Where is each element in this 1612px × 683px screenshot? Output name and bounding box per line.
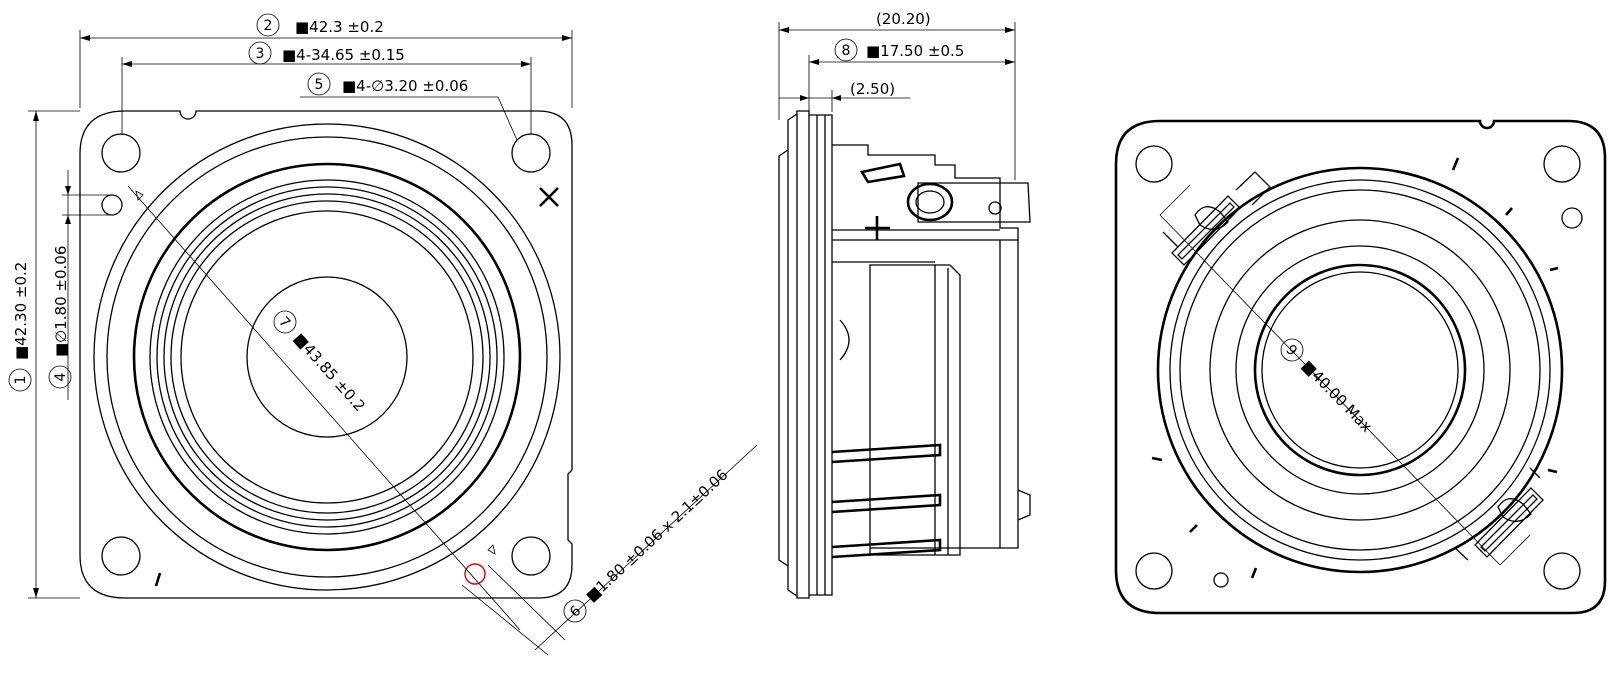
side-basket-top <box>832 144 1019 549</box>
callout-6: 6 ■1.80 ±0.06 x 2.1±0.06 <box>563 466 731 623</box>
svg-text:7: 7 <box>275 314 293 331</box>
rear-pole-outer <box>1253 263 1467 477</box>
rear-small-hole-2 <box>1213 572 1229 588</box>
svg-text:■∅1.80 ±0.06: ■∅1.80 ±0.06 <box>52 246 70 357</box>
rear-basket-outer <box>1156 166 1564 574</box>
side-bezel-face <box>787 113 798 597</box>
front-surround-outer <box>149 179 505 535</box>
svg-text:■42.3 ±0.2: ■42.3 ±0.2 <box>295 18 384 36</box>
rear-terminal-bottom <box>1454 467 1544 561</box>
rear-view <box>1114 119 1607 615</box>
callout-2: 2 ■42.3 ±0.2 <box>256 13 384 37</box>
dim-line-9 <box>1159 214 1501 566</box>
front-surround-inner <box>170 200 484 514</box>
front-dust-cap <box>246 276 408 438</box>
svg-text:■42.30 ±0.2: ■42.30 ±0.2 <box>12 262 30 360</box>
callout-3: 3 ■4-34.65 ±0.15 <box>248 41 405 65</box>
front-locating-hole <box>101 194 123 216</box>
callout-4: 4 ■∅1.80 ±0.06 <box>48 246 72 389</box>
side-bezel-outer <box>796 110 810 599</box>
rear-small-hole <box>1561 207 1583 229</box>
svg-text:2: 2 <box>264 18 273 34</box>
side-magnet <box>869 264 961 556</box>
svg-text:■40.00 Max: ■40.00 Max <box>1298 357 1376 436</box>
front-view <box>79 110 573 631</box>
front-hole-bottom-right <box>511 536 551 576</box>
side-negative-mark <box>859 162 906 184</box>
front-hole-bottom-left <box>101 536 141 576</box>
callout-1: 1 ■42.30 ±0.2 <box>8 262 32 392</box>
svg-text:5: 5 <box>315 77 324 93</box>
callout-5: 5 ■4-∅3.20 ±0.06 <box>307 72 468 96</box>
front-ring-3 <box>132 162 522 552</box>
front-hole-top-left <box>101 133 141 173</box>
rear-basket-ring <box>1169 179 1551 561</box>
svg-text:■17.50 ±0.5: ■17.50 ±0.5 <box>866 42 964 60</box>
svg-text:■43.85 ±0.2: ■43.85 ±0.2 <box>290 330 369 416</box>
svg-text:8: 8 <box>842 43 851 59</box>
rear-magnet-ring <box>1209 219 1511 521</box>
callout-8: 8 ■17.50 ±0.5 <box>834 38 964 62</box>
side-front-cone <box>778 149 789 567</box>
front-cone-edge <box>180 210 474 504</box>
rear-hole-top-left <box>1135 145 1173 183</box>
front-dimensions <box>28 30 758 656</box>
rear-hole-bottom-right <box>1543 552 1581 590</box>
rear-magnet-ring-2 <box>1235 245 1485 495</box>
svg-text:■4-34.65 ±0.15: ■4-34.65 ±0.15 <box>282 46 405 64</box>
rear-magnet-outer <box>1179 189 1541 551</box>
dim-line-7 <box>127 185 521 631</box>
svg-text:3: 3 <box>256 46 265 62</box>
ref-dim-flange: (2.50) <box>850 80 895 98</box>
side-positive-mark <box>865 216 890 240</box>
side-terminal-eyelet <box>906 182 954 222</box>
front-surround-mid1 <box>156 186 498 528</box>
front-terminal-hole <box>464 563 486 585</box>
front-frame-outline <box>79 110 573 599</box>
ref-dim-overall-depth: (20.20) <box>876 10 931 28</box>
rear-hole-top-right <box>1543 145 1581 183</box>
side-fins <box>831 443 942 559</box>
side-frame-plate <box>809 114 833 596</box>
front-outer-ring <box>93 123 561 591</box>
front-minus-mark <box>154 572 162 587</box>
front-hole-top-right <box>511 133 551 173</box>
rear-frame-outline <box>1114 119 1607 615</box>
svg-text:■1.80 ±0.06 x 2.1±0.06: ■1.80 ±0.06 x 2.1±0.06 <box>582 466 731 606</box>
front-surround-mid2 <box>163 193 491 521</box>
callout-9: 9 ■40.00 Max <box>1280 338 1376 436</box>
rear-pole-inner <box>1261 271 1459 469</box>
side-view <box>778 110 1031 599</box>
svg-text:4: 4 <box>53 372 69 381</box>
side-terminal-hole <box>988 201 1002 215</box>
front-cross-mark <box>539 187 559 207</box>
svg-text:■4-∅3.20 ±0.06: ■4-∅3.20 ±0.06 <box>342 77 468 95</box>
side-dimensions <box>778 22 1016 180</box>
callout-7: 7 ■43.85 ±0.2 <box>273 310 369 416</box>
svg-text:1: 1 <box>13 376 29 385</box>
rear-terminal-top <box>1162 171 1271 266</box>
side-basket-body <box>870 240 1001 549</box>
rear-hole-bottom-left <box>1135 552 1173 590</box>
front-ring-2 <box>106 136 548 578</box>
side-terminal <box>917 182 1031 223</box>
